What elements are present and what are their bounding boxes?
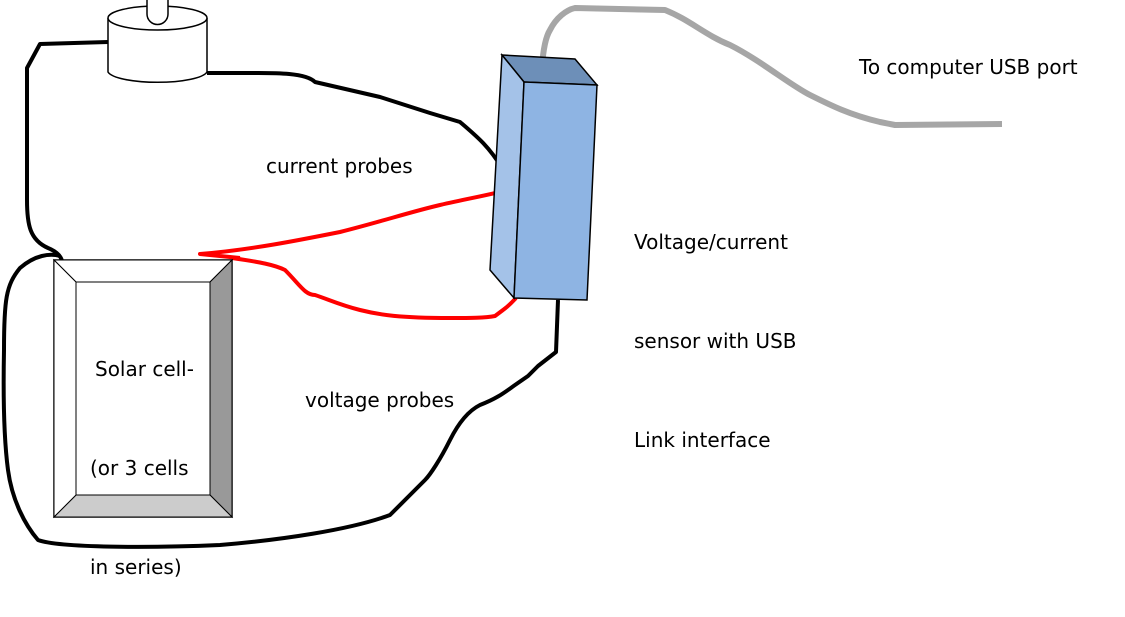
sensor-box: [489, 53, 599, 301]
current-probes-label: current probes: [266, 154, 413, 178]
solar-cell-label-line-1: Solar cell-: [95, 357, 194, 381]
solar-cell-panel: [52, 258, 234, 519]
solar-cell-label: Solar cell- (or 3 cells in series): [90, 287, 194, 617]
black-wire-lamp-to-sensor: [207, 70, 504, 170]
red-wire-current: [198, 187, 512, 260]
red-wire-voltage: [231, 256, 518, 320]
sensor-label-line-3: Link interface: [634, 428, 771, 452]
usb-port-label: To computer USB port: [859, 55, 1078, 79]
solar-cell-label-line-3: in series): [90, 555, 182, 579]
voltage-probes-label: voltage probes: [305, 388, 455, 412]
solar-cell-label-line-2: (or 3 cells: [90, 456, 189, 480]
diagram-canvas: [1, 0, 1003, 549]
black-wire-lamp-to-cell: [25, 40, 109, 263]
lamp: [107, 0, 208, 84]
sensor-label: Voltage/current sensor with USB Link int…: [634, 160, 796, 490]
black-wire-sensor-loop: [1, 252, 560, 549]
lamp-stem: [146, 0, 169, 26]
sensor-label-line-1: Voltage/current: [634, 230, 788, 254]
sensor-label-line-2: sensor with USB: [634, 329, 797, 353]
usb-cable: [539, 5, 1003, 128]
